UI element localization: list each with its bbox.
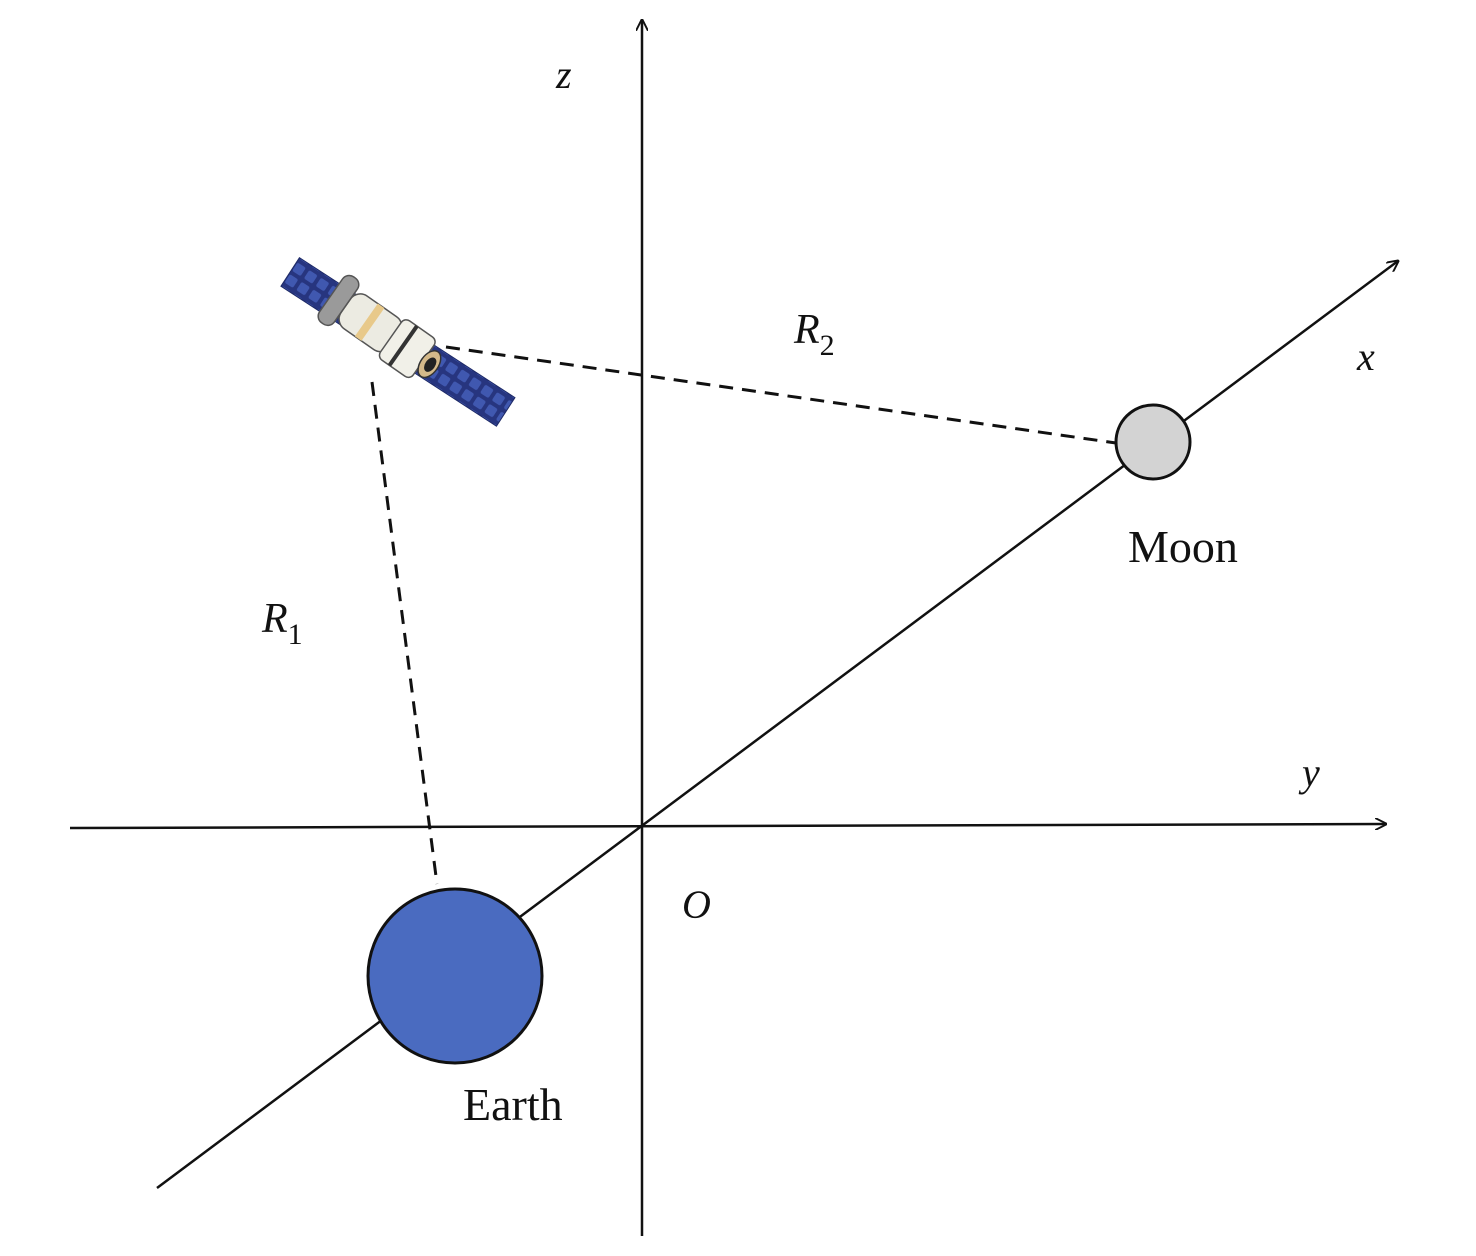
earth-label: Earth	[463, 1079, 563, 1130]
r2-distance-line	[445, 345, 1117, 445]
r1-distance-line	[370, 381, 439, 885]
x-axis-label: x	[1356, 334, 1375, 379]
y-axis	[69, 824, 1386, 828]
r1-label: R1	[261, 596, 303, 651]
moon	[1114, 403, 1192, 481]
satellite-icon	[280, 256, 516, 427]
z-axis-label: z	[555, 52, 572, 97]
origin-label: O	[682, 882, 711, 927]
r2-label: R2	[793, 307, 835, 362]
moon-label: Moon	[1128, 521, 1238, 572]
x-axis	[156, 261, 1398, 1190]
y-axis-label: y	[1298, 750, 1320, 795]
earth	[366, 887, 544, 1065]
